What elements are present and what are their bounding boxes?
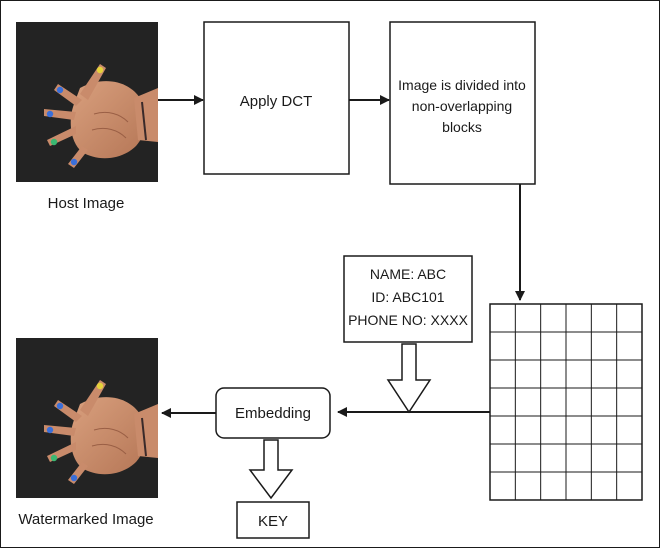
hollow-arrow-info-down bbox=[386, 343, 432, 414]
embedding-label: Embedding bbox=[235, 405, 311, 422]
watermarked-image-caption: Watermarked Image bbox=[18, 511, 153, 528]
watermarked-image bbox=[15, 337, 159, 499]
apply-dct-label: Apply DCT bbox=[240, 93, 313, 110]
watermark-phone: PHONE NO: XXXX bbox=[348, 312, 468, 328]
watermark-info-box bbox=[343, 255, 473, 343]
key-label: KEY bbox=[258, 513, 288, 530]
hollow-arrow-embedding-down bbox=[248, 439, 294, 500]
key-box bbox=[236, 501, 310, 539]
divide-blocks-box bbox=[389, 21, 536, 185]
divide-line-3: blocks bbox=[442, 119, 482, 135]
host-image-caption: Host Image bbox=[48, 195, 125, 212]
watermark-name: NAME: ABC bbox=[370, 266, 446, 282]
apply-dct-box bbox=[203, 21, 350, 175]
divide-line-1: Image is divided into bbox=[398, 77, 526, 93]
watermark-id: ID: ABC101 bbox=[371, 289, 444, 305]
block-grid bbox=[489, 303, 643, 501]
host-image bbox=[15, 21, 159, 183]
divide-line-2: non-overlapping bbox=[412, 98, 512, 114]
